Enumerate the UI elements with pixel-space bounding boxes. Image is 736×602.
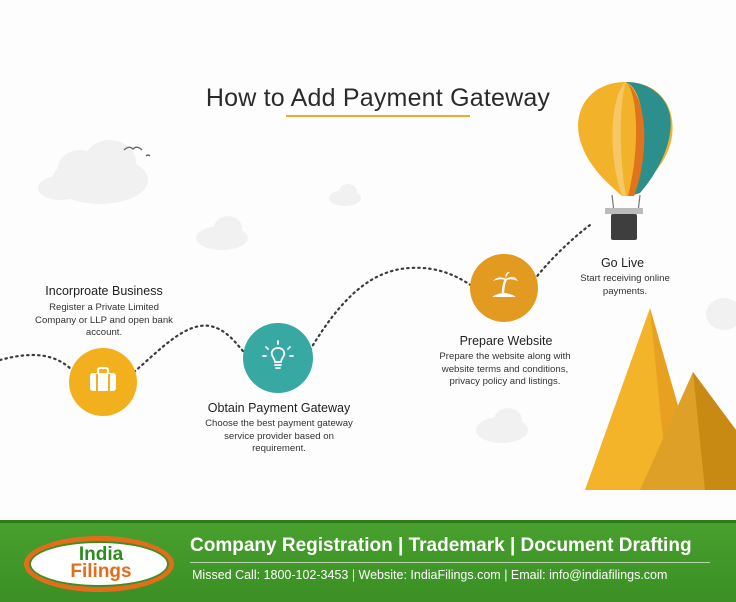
footer-contact: Missed Call: 1800-102-3453 | Website: In… [192,568,668,582]
step-1-description: Register a Private Limited Company or LL… [35,302,173,338]
cloud-icon [196,216,248,250]
briefcase-icon [88,366,118,398]
step-3-description: Prepare the website along with website t… [439,351,571,387]
page-title: How to Add Payment Gateway [205,84,551,112]
logo-text-filings: Filings [70,561,132,582]
hot-air-balloon-icon [578,82,673,240]
cloud-icon [476,408,528,443]
step-4-title: Go Live [600,256,645,270]
infographic: How to Add Payment Gateway Incorproate B… [0,82,736,490]
title-underline [286,115,470,117]
footer-divider [190,562,710,563]
step-3-circle [470,254,538,322]
logo-text-india: India [78,544,124,565]
lightbulb-icon [261,339,295,378]
step-1-title: Incorproate Business [45,284,163,298]
footer-services: Company Registration | Trademark | Docum… [190,535,692,556]
cloud-icon [329,184,361,206]
island-palm-icon [488,271,520,306]
step-2-title: Obtain Payment Gateway [207,401,351,415]
indiafilings-logo[interactable]: India Filings [24,536,174,592]
birds-icon [123,146,151,157]
step-4-description: Start receiving online payments. [580,273,670,297]
background-illustration [0,82,736,490]
step-2-circle [243,323,313,393]
step-2-description: Choose the best payment gateway service … [205,418,353,454]
step-1-circle [69,348,137,416]
cloud-icon [38,140,148,204]
mountains-icon [585,308,736,490]
cloud-icon [706,298,736,330]
footer-banner: India Filings Company Registration | Tra… [0,520,736,602]
step-3-title: Prepare Website [459,334,553,348]
